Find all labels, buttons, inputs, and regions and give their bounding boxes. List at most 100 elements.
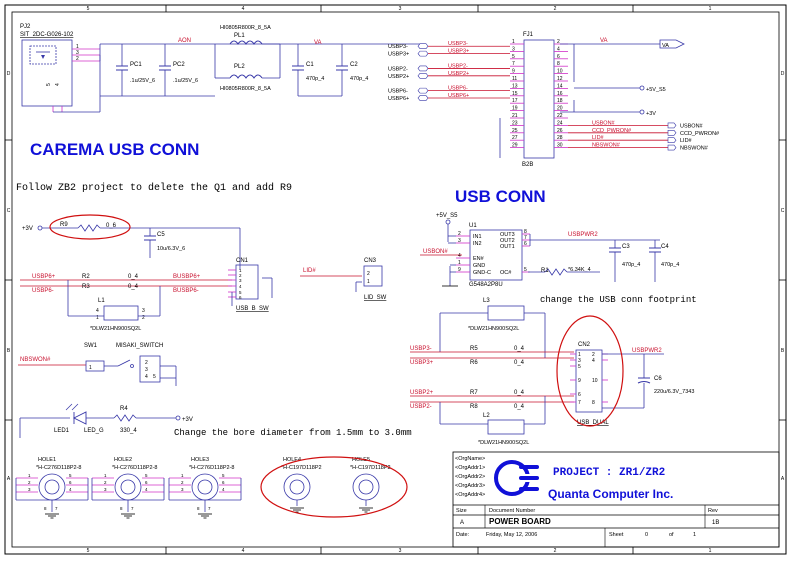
l1-part: *DLW21HN900SQ2L — [90, 326, 141, 332]
cn1-bus-p: BUSBP6+ — [173, 274, 201, 280]
hole-pin-number: 5 — [69, 473, 72, 478]
cn1-net-n: USBP6- — [32, 288, 54, 294]
cn3-part: LID_SW — [364, 295, 387, 301]
hole-pin-number: 8 — [44, 506, 47, 511]
hole-pin-number: 2 — [104, 480, 107, 485]
zone-row-label: D — [781, 71, 785, 77]
u1-pin-name: IN1 — [473, 234, 482, 240]
u1-pin-number: 2 — [458, 231, 461, 237]
c1-ref: C1 — [306, 62, 314, 68]
hole-inner-ring — [289, 479, 305, 495]
cn2-pin-number: 9 — [578, 378, 581, 384]
hole-pin-number: 7 — [208, 506, 211, 511]
sw1-pin: 4 — [145, 374, 148, 380]
va-net-label: VA — [314, 40, 322, 46]
u1-pin-number: 6 — [524, 241, 527, 247]
l3-part: *DLW21HN900SQ2L — [468, 326, 519, 332]
fj1-pin-number: 11 — [512, 76, 517, 82]
note-usb-footprint: change the USB conn footprint — [540, 295, 697, 305]
r2-ref: R2 — [82, 274, 90, 280]
u1-pin-number: 3 — [458, 238, 461, 244]
camera-usb-title: CAREMA USB CONN — [30, 140, 199, 159]
cn2-net: USBP2- — [410, 404, 432, 410]
zone-row-label: C — [781, 208, 785, 214]
sheet-inner-frame — [11, 11, 780, 548]
fj1-pin-number: 27 — [512, 135, 518, 141]
fj1-port-symbol — [417, 43, 429, 50]
c2-value: 470p_4 — [350, 76, 368, 82]
cn3-ref: CN3 — [364, 258, 377, 264]
cn1-net-p: USBP6+ — [32, 274, 56, 280]
fj1-ref: FJ1 — [523, 32, 534, 38]
cn2-net: USBP3+ — [410, 360, 434, 366]
c5-ref: C5 — [157, 232, 165, 238]
quanta-logo — [494, 460, 539, 496]
hole-ref: HOLE5 — [352, 457, 370, 463]
hole-pin-number: 5 — [145, 473, 148, 478]
fj1-left-net-name: USBP2- — [388, 66, 408, 72]
l3-ref: L3 — [483, 298, 490, 304]
hole-outer-ring — [191, 473, 219, 501]
fj1-left-net-name: USBP2+ — [388, 74, 409, 80]
fj1-pin-number: 4 — [557, 46, 560, 52]
hole-ref: HOLE1 — [38, 457, 56, 463]
fj1-pin-number: 28 — [557, 135, 563, 141]
c3-value: 470p_4 — [622, 262, 640, 268]
r9-section: +3V R9 0_6 C5 10u/6.3V_6 — [22, 214, 241, 270]
fj1-port-label: LID# — [680, 138, 693, 144]
fj1-port-symbol — [417, 50, 429, 57]
fj1-pin-number: 6 — [557, 54, 560, 60]
zone-row-label: A — [7, 476, 11, 482]
cn1-pin-number: 3 — [239, 278, 242, 283]
led-supply: +3V — [182, 417, 193, 423]
l1-pin: 1 — [96, 315, 99, 321]
cn1-pin-number: 4 — [239, 284, 242, 289]
fj1-right-port-symbol — [667, 137, 677, 143]
r3-ref: R3 — [82, 284, 90, 290]
date-label: Date: — [456, 532, 470, 538]
sw1-section: SW1 MISAKI_SWITCH NBSWON# 1 2 3 4 5 — [18, 343, 177, 386]
cn2-net: USBP3- — [410, 346, 432, 352]
u1-ref: U1 — [469, 223, 477, 229]
pl1-part: HI0805R800R_8_5A — [220, 25, 271, 31]
fj1-left-net-name: USBP6+ — [388, 96, 409, 102]
zone-col-label: 2 — [554, 548, 557, 554]
cn2-pin-number: 8 — [592, 400, 595, 406]
fj1-left-net-label: USBP3+ — [448, 49, 469, 55]
fj1-pin-number: 20 — [557, 106, 563, 112]
hole-ref: HOLE4 — [283, 457, 301, 463]
va-port-label: VA — [662, 43, 669, 49]
fj1-pin-number: 12 — [557, 76, 563, 82]
c4-value: 470p_4 — [661, 262, 679, 268]
r3-value: 0_4 — [128, 284, 139, 290]
u1-pin-name: EN# — [473, 256, 485, 262]
zone-col-label: 3 — [399, 548, 402, 554]
pj2-pin: 3 — [76, 50, 79, 56]
c5-value: 10u/6.3V_6 — [157, 246, 185, 252]
r5-value: 0_4 — [514, 346, 525, 352]
cn1-pin-number: 5 — [239, 290, 242, 295]
hole-inner-ring — [197, 479, 213, 495]
pj2-pin: 1 — [76, 44, 79, 50]
cn3-pin: 1 — [367, 279, 370, 285]
fj1-pin-number: 1 — [512, 39, 515, 45]
l1-pin: 3 — [142, 308, 145, 314]
cn2-highlight-circle — [556, 315, 624, 427]
hole-part: *H-C276D118P2-8 — [112, 465, 157, 471]
fj1-port-label: NBSWON# — [680, 146, 709, 152]
cn2-pin-number: 3 — [578, 358, 581, 364]
c1-value: 470p_4 — [306, 76, 324, 82]
cn1-pin-number: 1 — [239, 268, 242, 273]
hole-part: *H-C197D118P2 — [350, 465, 391, 471]
l1-pin: 2 — [142, 315, 145, 321]
r8-ref: R8 — [470, 404, 478, 410]
led1-ref: LED1 — [54, 428, 70, 434]
holes-highlight-circle — [260, 456, 408, 518]
r4-resistor — [113, 414, 137, 422]
cn1-bus-n: BUSBP6- — [173, 288, 199, 294]
sw1-pin: 2 — [145, 360, 148, 366]
hole-pin-number: 8 — [197, 506, 200, 511]
zone-col-label: 1 — [709, 548, 712, 554]
sw1-ref: SW1 — [84, 343, 98, 349]
org-line: <OrgAddr2> — [455, 474, 485, 480]
